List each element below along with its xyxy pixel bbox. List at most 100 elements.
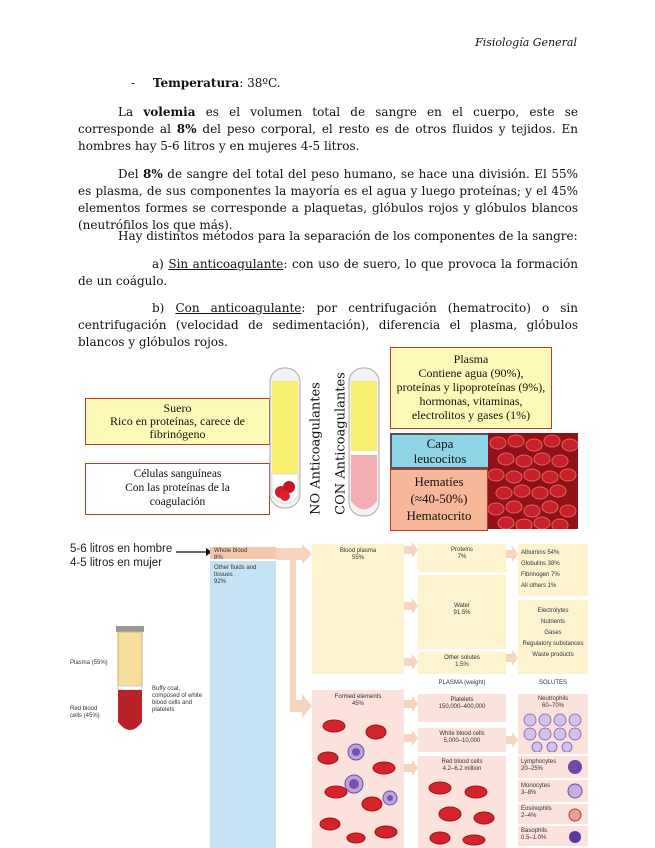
cells-desc: Con las proteínas de la [86, 481, 269, 495]
neutrophils-pct: 60–70% [542, 703, 564, 709]
nutrients: Nutrients [521, 617, 585, 628]
serum-box: Suero Rico en proteínas, carece de fibri… [85, 398, 270, 445]
platelets-box: Platelets150,000–400,000 [418, 694, 506, 722]
method-a: a) Sin anticoagulante: con uso de suero,… [78, 256, 578, 290]
method-b-title: Con anticoagulante [175, 301, 301, 315]
water-pct: 91.5% [453, 610, 470, 616]
formed-elements-cells [314, 714, 402, 846]
figure-blood-composition: 5-6 litros en hombre 4-5 litros en mujer… [70, 542, 590, 848]
centrifuge-tube [112, 626, 148, 738]
no-anticoag-label: NO Anticoagulantes [309, 374, 324, 524]
neutrophil-cells [522, 712, 584, 752]
plasma-title: Plasma [391, 352, 551, 366]
women-volume: 4-5 litros en mujer [70, 556, 172, 570]
platelets-count: 150,000–400,000 [439, 704, 486, 710]
text: a) [152, 257, 168, 271]
plasma-line: electrolitos y gases (1%) [391, 408, 551, 422]
water-label: Water [454, 603, 470, 609]
monocytes-box: Monocytes3–8% [518, 780, 588, 802]
bullet-dash: - [131, 76, 135, 90]
basophils-box: Basophils0.5–1.0% [518, 826, 588, 846]
wbc-label: White blood cells [439, 731, 484, 737]
rbc-cells [426, 778, 498, 846]
tube1-serum [272, 381, 298, 476]
monocytes-label: Monocytes [521, 783, 550, 789]
monocytes-pct: 3–8% [521, 790, 536, 796]
plasma-line: Contiene agua (90%), [391, 366, 551, 380]
blood-plasma-pct: 55% [352, 555, 364, 561]
buffy-line: leucocitos [392, 451, 488, 466]
rbc-count: 4.2–6.2 million [443, 766, 482, 772]
figure-coagulation: Suero Rico en proteínas, carece de fibri… [82, 341, 582, 533]
other-solutes-pct: 1.5% [455, 662, 469, 668]
tube2-buffy [351, 451, 377, 455]
basophil-cell [566, 829, 584, 845]
basophils-pct: 0.5–1.0% [521, 835, 546, 841]
volemia-term: volemia [143, 105, 195, 119]
temperature-value: : 38ºC. [239, 76, 280, 90]
proteins-pct: 7% [458, 554, 467, 560]
temperature-label: Temperatura [153, 76, 239, 90]
proteins-label: Proteins [451, 547, 473, 553]
con-anticoag-label: CON Anticoagulantes [334, 369, 349, 519]
clot [280, 491, 290, 501]
plasma-line: proteínas y lipoproteínas (9%), [391, 380, 551, 394]
all-others: All others 1% [521, 581, 585, 592]
text: Del [118, 167, 143, 181]
eosinophil-cell [566, 807, 584, 823]
no-anticoag-label-wrap: NO Anticoagulantes [301, 376, 321, 526]
platelets-label: Platelets [450, 697, 473, 703]
tube2-plasma [351, 381, 377, 451]
paragraph-methods: Hay distintos métodos para la separación… [78, 228, 578, 245]
cells-desc: coagulación [86, 495, 269, 509]
buffy-line: Capa [392, 436, 488, 451]
fibrinogen: Fibrinogen 7% [521, 570, 585, 581]
connector-arrows [276, 542, 312, 848]
basophils-label: Basophils [521, 828, 547, 834]
temperature-bullet: - Temperatura: 38ºC. [131, 76, 281, 90]
wbc-arrows [506, 690, 518, 848]
waste-products: Waste products [521, 650, 585, 661]
protein-types-box: Albumins 54% Globulins 38% Fibrinogen 7%… [518, 544, 588, 596]
wbc-count: 5,000–10,000 [444, 738, 481, 744]
formed-label: Formed elements [335, 694, 382, 700]
page-header: Fisiología General [475, 36, 577, 49]
other-solutes-label: Other solutes [444, 655, 480, 661]
lymphocytes-pct: 20–25% [521, 766, 543, 772]
con-anticoag-label-wrap: CON Anticoagulantes [326, 371, 346, 521]
plasma-arrows [404, 542, 418, 677]
monocyte-cell [566, 783, 584, 799]
plasma-box: Plasma Contiene agua (90%), proteínas y … [390, 347, 552, 429]
men-volume: 5-6 litros en hombre [70, 542, 172, 556]
erythrocytes-line: Hematocrito [391, 507, 487, 524]
erythrocytes-box: Hematíes (≈40-50%) Hematocrito [390, 469, 488, 531]
other-fluids-label: Other fluids and tissues [214, 565, 256, 578]
solute-types-box: Electrolytes Nutrients Gases Regulatory … [518, 600, 588, 674]
serum-desc: Rico en proteínas, carece de fibrinógeno [86, 415, 269, 441]
blood-plasma-label: Blood plasma [340, 548, 376, 554]
percent-term: 8% [143, 167, 163, 181]
tube-buffy-label: Buffy coat, composed of white blood cell… [152, 686, 208, 714]
solutes-arrows [506, 542, 518, 677]
cells-title: Células sanguíneas [86, 467, 269, 481]
label-arrow [176, 547, 212, 557]
lymphocyte-cell [566, 759, 584, 775]
rbc-label: Red blood cells [441, 759, 482, 765]
tube-plasma-label: Plasma (55%) [70, 660, 108, 667]
whole-blood-label: Whole blood [214, 548, 247, 554]
text: La [118, 105, 143, 119]
percent-term: 8% [177, 122, 197, 136]
neutrophils-label: Neutrophils [538, 696, 568, 702]
eosinophils-pct: 2–4% [521, 813, 536, 819]
volume-labels: 5-6 litros en hombre 4-5 litros en mujer [70, 542, 172, 570]
other-fluids-pct: 92% [214, 579, 226, 585]
